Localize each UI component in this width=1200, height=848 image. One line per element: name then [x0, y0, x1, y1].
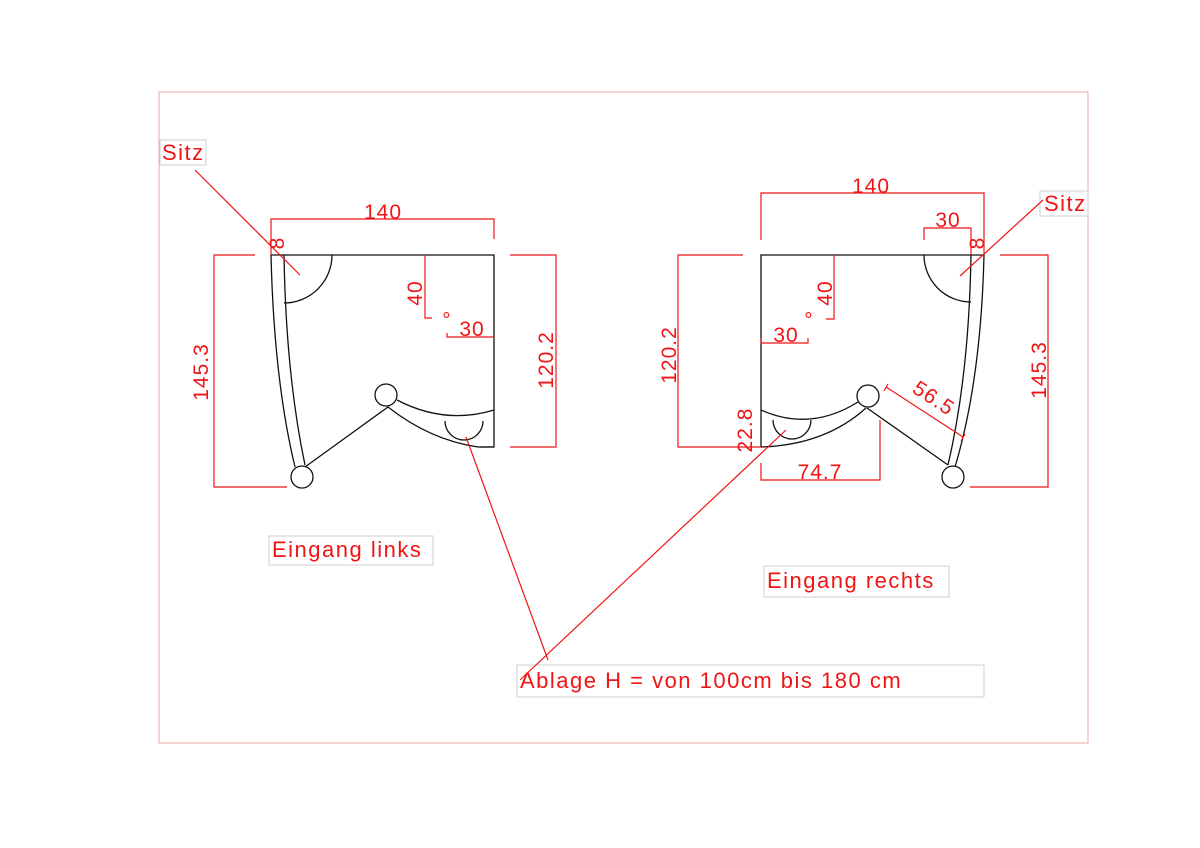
degree-symbol: °: [804, 309, 813, 332]
hinge-circle: [941, 465, 965, 489]
dim-120-2-text: 120.2: [535, 331, 558, 389]
shelf-semicircle: [444, 420, 484, 441]
dim-30-seat: [923, 227, 972, 255]
dim-120-2: [510, 254, 557, 448]
dim-145-3-text: 145.3: [1028, 341, 1051, 399]
ablage-leader-right: [519, 429, 787, 681]
curved-panel-outer: [270, 254, 296, 468]
dim-140-text: 140: [852, 175, 890, 198]
seat-arc: [923, 254, 972, 303]
sitz-leader-left: [194, 169, 301, 276]
dim-74-7: [760, 420, 881, 481]
degree-symbol: °: [442, 309, 451, 332]
sitz-label-left: Sitz: [162, 140, 205, 165]
dim-40-text: 40: [404, 280, 427, 305]
plan-entrance-right: 140 30 8 120.2 40 30 ° 22.8 74.7 56.5 14…: [658, 175, 1089, 489]
dim-140: [270, 218, 495, 255]
door-arc-inner: [760, 401, 859, 420]
drawing-frame: [158, 91, 1089, 744]
door-arc-outer: [760, 407, 867, 448]
eingang-links-label: Eingang links: [272, 537, 422, 562]
shelf-semicircle: [772, 419, 812, 440]
walls: [760, 254, 984, 447]
hinge-circle: [290, 465, 314, 489]
dim-30-text: 30: [459, 318, 484, 341]
door-line: [304, 406, 389, 468]
hinge-circle: [856, 384, 880, 408]
door-arc-outer: [387, 406, 494, 448]
dim-145-3: [970, 254, 1049, 488]
ablage-leader-left: [465, 436, 549, 661]
dim-145-3-text: 145.3: [190, 343, 213, 401]
dim-74-7-text: 74.7: [798, 461, 843, 484]
dim-120-2-text: 120.2: [658, 326, 681, 384]
walls: [271, 254, 495, 448]
hinge-circle: [374, 383, 398, 407]
dim-56-5-text: 56.5: [908, 377, 958, 421]
dim-30-text: 30: [773, 324, 798, 347]
sitz-label-right: Sitz: [1044, 191, 1087, 216]
door-arc-inner: [396, 399, 495, 417]
dim-8-text: 8: [266, 237, 289, 250]
dim-120-2: [677, 254, 761, 448]
dim-140: [760, 192, 985, 255]
dim-40: [424, 255, 432, 319]
dim-40: [826, 255, 835, 320]
dim-30: [446, 333, 494, 338]
sitz-leader-right: [959, 199, 1044, 277]
door-line: [866, 407, 949, 466]
dim-30-seat-text: 30: [935, 209, 960, 232]
dim-30: [760, 338, 809, 344]
dim-56-5: [883, 383, 966, 442]
ablage-label: Ablage H = von 100cm bis 180 cm: [520, 668, 902, 693]
dim-22-8-text: 22.8: [734, 408, 757, 453]
eingang-rechts-label: Eingang rechts: [767, 568, 935, 593]
curved-panel-inner: [947, 254, 972, 466]
dim-145-3: [213, 254, 287, 488]
curved-panel-outer: [954, 254, 985, 468]
curved-panel-inner: [283, 254, 306, 466]
dim-40-text: 40: [814, 280, 837, 305]
seat-arc: [283, 254, 333, 304]
dim-8-text: 8: [966, 237, 989, 250]
dim-140-text: 140: [364, 201, 402, 224]
plan-entrance-left: 140 8 145.3 120.2 40 30 ° Sitz: [159, 139, 558, 489]
